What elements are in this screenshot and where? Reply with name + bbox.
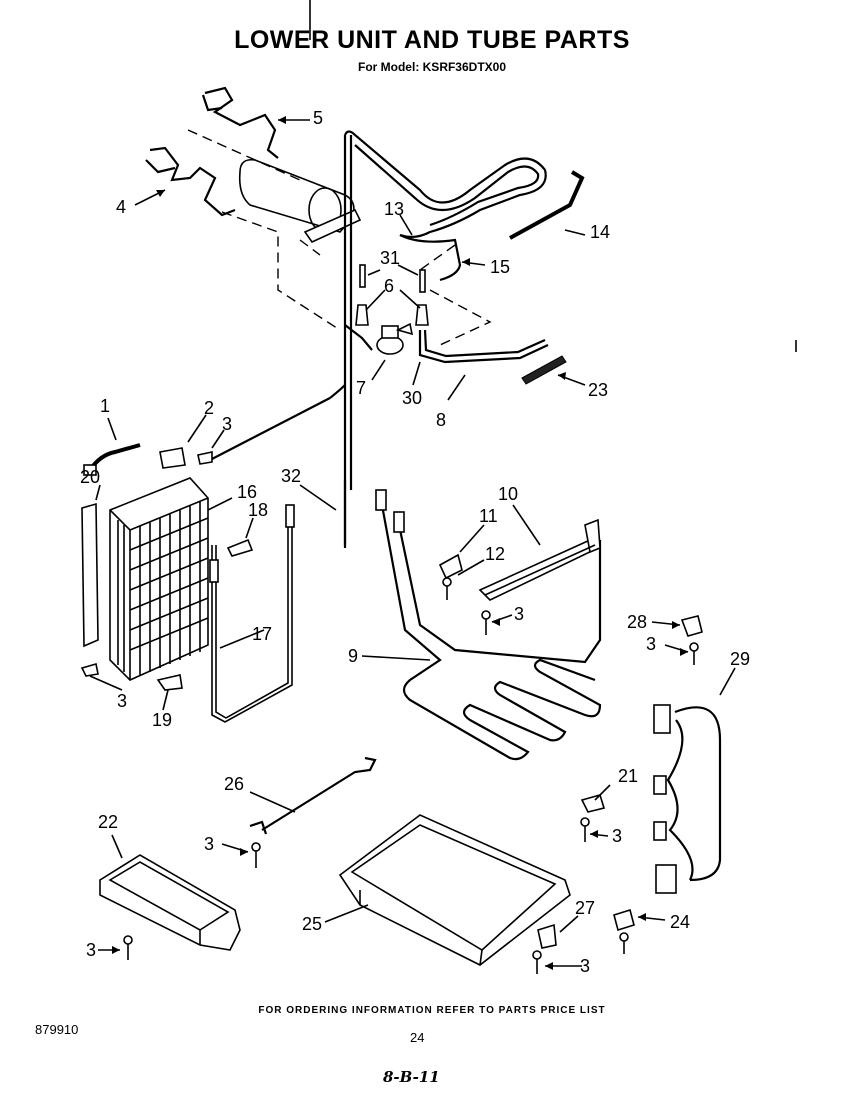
assembly-line — [221, 211, 341, 331]
callout-5: 5 — [313, 108, 323, 128]
part-28-clip — [680, 615, 703, 637]
page-number: 24 — [410, 1030, 425, 1045]
part-2-relay — [159, 447, 186, 469]
callout-21: 21 — [618, 766, 638, 786]
callout-17: 17 — [252, 624, 272, 644]
leader-lines — [89, 119, 736, 967]
part-3-screw-d — [689, 642, 699, 665]
part-19-clip — [156, 674, 183, 691]
part-5-tube — [201, 86, 279, 159]
part-24-clip — [613, 908, 635, 932]
assembly-line — [419, 244, 456, 271]
part-3-screw-a — [197, 451, 213, 465]
callout-3: 3 — [514, 604, 524, 624]
part-31-caps — [359, 264, 426, 293]
condenser-tube-joint — [329, 384, 346, 399]
callout-28: 28 — [627, 612, 647, 632]
part-13-serpentine-tube — [343, 130, 547, 545]
callout-7: 7 — [356, 378, 366, 398]
part-29-harness — [653, 704, 722, 894]
part-3-screw-c — [481, 610, 491, 635]
callout-4: 4 — [116, 197, 126, 217]
drier-cylinder — [238, 158, 362, 244]
part-25-pan — [338, 814, 571, 966]
callout-29: 29 — [730, 649, 750, 669]
part-11-clip — [438, 553, 463, 580]
callout-2: 2 — [204, 398, 214, 418]
part-23-bracket — [521, 355, 567, 385]
callout-27: 27 — [575, 898, 595, 918]
callout-1: 1 — [100, 396, 110, 416]
callout-30: 30 — [402, 388, 422, 408]
part-3-screw-b — [80, 662, 99, 677]
callout-14: 14 — [590, 222, 610, 242]
part-3-screw-e — [580, 817, 590, 842]
callout-22: 22 — [98, 812, 118, 832]
callout-15: 15 — [490, 257, 510, 277]
part-8-tube — [418, 329, 549, 364]
handwritten-note: 8-B-11 — [383, 1068, 440, 1086]
part-1-cord — [83, 443, 141, 476]
part-27-clip — [537, 923, 557, 949]
part-16-condenser — [109, 477, 209, 681]
callout-3: 3 — [86, 940, 96, 960]
callout-31: 31 — [380, 248, 400, 268]
callout-26: 26 — [224, 774, 244, 794]
callout-6: 6 — [384, 276, 394, 296]
callout-20: 20 — [80, 467, 100, 487]
callout-24: 24 — [670, 912, 690, 932]
callout-19: 19 — [152, 710, 172, 730]
callout-11: 11 — [479, 506, 498, 526]
part-26-rod — [249, 756, 377, 835]
part-14-tube — [509, 170, 585, 240]
model-subtitle: For Model: KSRF36DTX00 — [357, 60, 507, 74]
part-3-screw-f — [251, 842, 261, 868]
part-3-screw-h — [532, 950, 542, 974]
part-4-tube — [145, 146, 236, 217]
callout-25: 25 — [302, 914, 322, 934]
callout-3: 3 — [646, 634, 656, 654]
callout-8: 8 — [436, 410, 446, 430]
callout-23: 23 — [588, 380, 608, 400]
part-3-screw-g — [123, 935, 133, 960]
assembly-line — [429, 289, 492, 346]
callout-13: 13 — [384, 199, 404, 219]
part-18-clip — [226, 538, 254, 557]
callout-9: 9 — [348, 646, 358, 666]
part-12-screw — [442, 577, 452, 600]
callout-3: 3 — [204, 834, 214, 854]
callout-18: 18 — [248, 500, 268, 520]
ordering-note: FOR ORDERING INFORMATION REFER TO PARTS … — [258, 1005, 606, 1016]
callout-12: 12 — [485, 544, 505, 564]
callout-3: 3 — [580, 956, 590, 976]
assembly-line — [299, 239, 321, 256]
part-7-valve — [344, 322, 414, 355]
part-21-clip — [580, 794, 606, 813]
document-number: 879910 — [35, 1022, 79, 1037]
arrowheads — [112, 116, 688, 970]
part-3-screw-i — [619, 932, 629, 954]
condenser-tube — [209, 397, 331, 461]
part-10-bracket — [478, 518, 601, 601]
part-17-wire — [209, 504, 295, 723]
part-22-tray — [99, 854, 241, 951]
callout-10: 10 — [498, 484, 518, 504]
page-title: LOWER UNIT AND TUBE PARTS — [234, 26, 630, 54]
part-9-heater — [375, 489, 602, 761]
callout-32: 32 — [281, 466, 301, 486]
part-6-fittings — [355, 304, 429, 326]
assembly-line — [187, 129, 301, 181]
part-20-bracket — [81, 502, 99, 648]
callout-16: 16 — [237, 482, 257, 502]
callout-3: 3 — [222, 414, 232, 434]
callout-3: 3 — [117, 691, 127, 711]
callout-3: 3 — [612, 826, 622, 846]
